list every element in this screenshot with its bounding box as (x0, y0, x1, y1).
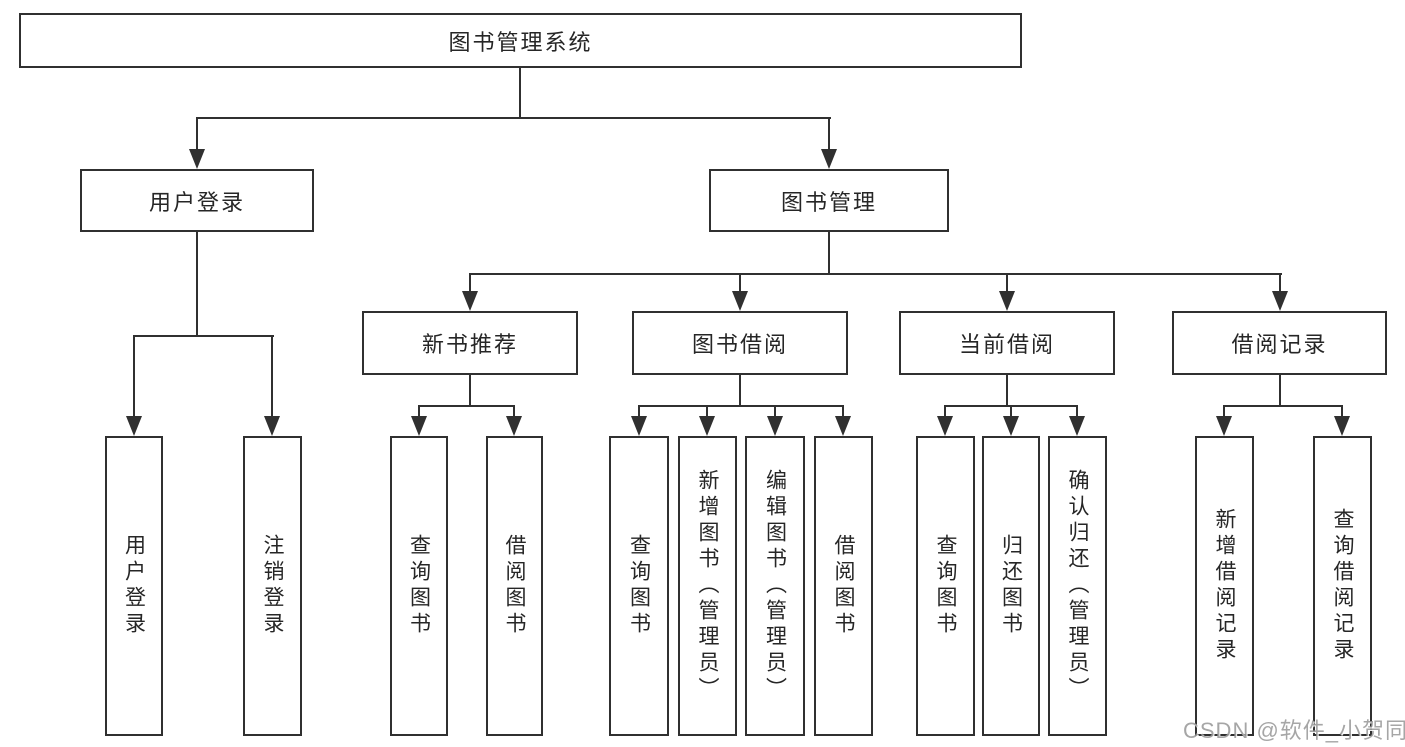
node-book-management-group: 图书管理 (709, 169, 949, 232)
leaf-current-return-books-label: 归还图书 (999, 534, 1023, 638)
arrow-down-icon (821, 149, 837, 169)
leaf-borrow-edit-book-admin: 编辑图书（管理员） (745, 436, 805, 736)
node-user-login-group: 用户登录 (80, 169, 314, 232)
edge-root-branch (196, 117, 831, 119)
arrow-down-icon (1216, 416, 1232, 436)
leaf-borrow-borrow-books: 借阅图书 (814, 436, 873, 736)
edge-user-login-stem (196, 232, 198, 337)
edge-leaf-stem (1223, 405, 1225, 419)
edge-to-user-login-stem (196, 117, 198, 151)
arrow-down-icon (126, 416, 142, 436)
node-new-book-recommend-label: 新书推荐 (421, 332, 518, 357)
leaf-newbook-query-books-label: 查询图书 (407, 534, 431, 638)
csdn-watermark: CSDN @软件_小贺同学 (1183, 718, 1405, 743)
arrow-down-icon (835, 416, 851, 436)
arrow-down-icon (732, 291, 748, 311)
edge-root-stem (519, 68, 521, 118)
edge-leaf-stem (1341, 405, 1343, 419)
arrow-down-icon (1069, 416, 1085, 436)
leaf-borrow-query-books-label: 查询图书 (627, 534, 651, 638)
edge-group-branch (638, 405, 844, 407)
edge-group-stem (739, 273, 741, 295)
edge-leaf-stem (706, 405, 708, 419)
node-current-borrowing-label: 当前借阅 (958, 332, 1055, 357)
leaf-user-login: 用户登录 (105, 436, 163, 736)
leaf-borrow-add-book-admin: 新增图书（管理员） (678, 436, 737, 736)
edge-group-down-stem (1006, 375, 1008, 406)
node-current-borrowing: 当前借阅 (899, 311, 1115, 375)
node-borrow-records-label: 借阅记录 (1231, 332, 1328, 357)
edge-group-down-stem (469, 375, 471, 406)
arrow-down-icon (264, 416, 280, 436)
arrow-down-icon (631, 416, 647, 436)
leaf-newbook-borrow-books-label: 借阅图书 (503, 534, 526, 638)
leaf-borrow-query-books: 查询图书 (609, 436, 669, 736)
node-root-label: 图书管理系统 (448, 29, 593, 55)
leaf-current-query-books: 查询图书 (916, 436, 975, 736)
leaf-records-query-record: 查询借阅记录 (1313, 436, 1372, 736)
edge-book-mgmt-stem (828, 232, 830, 275)
arrow-down-icon (999, 291, 1015, 311)
leaf-records-add-record: 新增借阅记录 (1195, 436, 1254, 736)
leaf-logout: 注销登录 (243, 436, 302, 736)
edge-leaf-stem (944, 405, 946, 419)
arrow-down-icon (1334, 416, 1350, 436)
arrow-down-icon (506, 416, 522, 436)
edge-group-branch (418, 405, 515, 407)
leaf-user-login-label: 用户登录 (122, 534, 146, 638)
arrow-down-icon (189, 149, 205, 169)
edge-leaf-stem (513, 405, 515, 419)
edge-leaf-stem (842, 405, 844, 419)
leaf-logout-label: 注销登录 (261, 534, 284, 638)
leaf-newbook-borrow-books: 借阅图书 (486, 436, 543, 736)
edge-leaf-stem (133, 335, 135, 418)
leaf-current-confirm-return-admin-label: 确认归还（管理员） (1066, 469, 1089, 703)
leaf-records-query-record-label: 查询借阅记录 (1331, 508, 1354, 664)
node-new-book-recommend: 新书推荐 (362, 311, 578, 375)
edge-leaf-stem (271, 335, 273, 418)
edge-group-stem (1279, 273, 1281, 295)
node-borrow-records: 借阅记录 (1172, 311, 1387, 375)
edge-group-branch (1223, 405, 1343, 407)
edge-leaf-stem (774, 405, 776, 419)
node-user-login-group-label: 用户登录 (148, 189, 245, 215)
arrow-down-icon (462, 291, 478, 311)
arrow-down-icon (699, 416, 715, 436)
node-book-borrowing-label: 图书借阅 (691, 332, 788, 357)
edge-group-stem (469, 273, 471, 295)
leaf-current-query-books-label: 查询图书 (934, 534, 957, 638)
edge-leaf-stem (638, 405, 640, 419)
leaf-borrow-edit-book-admin-label: 编辑图书（管理员） (763, 469, 787, 703)
edge-to-book-mgmt-stem (828, 117, 830, 151)
leaf-current-return-books: 归还图书 (982, 436, 1040, 736)
arrow-down-icon (1003, 416, 1019, 436)
edge-book-mgmt-branch (469, 273, 1282, 275)
edge-group-down-stem (739, 375, 741, 406)
edge-leaf-stem (418, 405, 420, 419)
node-book-management-group-label: 图书管理 (780, 189, 877, 215)
leaf-records-add-record-label: 新增借阅记录 (1213, 508, 1236, 664)
arrow-down-icon (411, 416, 427, 436)
leaf-borrow-borrow-books-label: 借阅图书 (832, 534, 855, 638)
arrow-down-icon (1272, 291, 1288, 311)
arrow-down-icon (937, 416, 953, 436)
leaf-current-confirm-return-admin: 确认归还（管理员） (1048, 436, 1107, 736)
edge-user-login-branch (133, 335, 274, 337)
edge-leaf-stem (1076, 405, 1078, 419)
node-root: 图书管理系统 (19, 13, 1022, 68)
edge-leaf-stem (1010, 405, 1012, 419)
edge-group-down-stem (1279, 375, 1281, 406)
leaf-newbook-query-books: 查询图书 (390, 436, 448, 736)
leaf-borrow-add-book-admin-label: 新增图书（管理员） (696, 469, 719, 703)
arrow-down-icon (767, 416, 783, 436)
edge-group-stem (1006, 273, 1008, 295)
node-book-borrowing: 图书借阅 (632, 311, 848, 375)
